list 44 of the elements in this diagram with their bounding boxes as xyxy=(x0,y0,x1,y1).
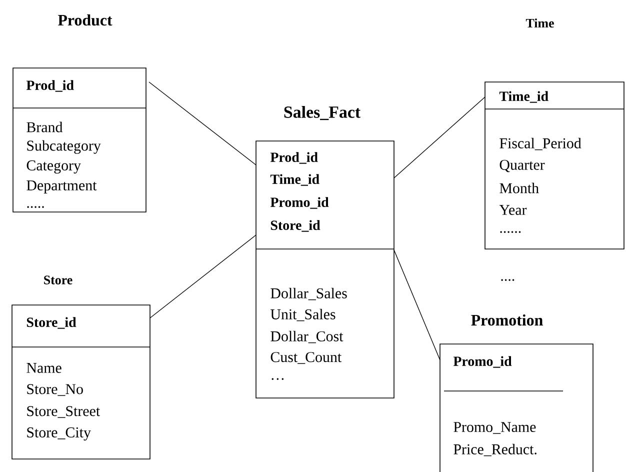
attribute-field: Brand xyxy=(26,122,63,132)
connector-line xyxy=(394,96,486,178)
attribute-field: Cust_Count xyxy=(270,352,342,364)
key-field: Time_id xyxy=(499,91,548,103)
table-title: Promotion xyxy=(471,314,543,326)
connector-line xyxy=(394,250,440,360)
table-title: Time xyxy=(526,18,554,28)
table-box xyxy=(484,18,624,281)
key-field: Store_id xyxy=(270,220,320,232)
table-box xyxy=(440,314,594,472)
key-field: Time_id xyxy=(270,174,320,186)
ellipsis-note: .... xyxy=(501,279,514,281)
attribute-field: Category xyxy=(26,160,81,174)
key-field: Store_id xyxy=(26,317,76,329)
table-box xyxy=(256,106,394,398)
attribute-field: Store_No xyxy=(27,384,83,396)
table-box xyxy=(12,276,150,460)
connector-line xyxy=(148,82,256,166)
key-field: Promo_id xyxy=(453,356,512,368)
attribute-field: Dollar_Cost xyxy=(270,330,344,344)
connector-line xyxy=(150,234,256,318)
table-box xyxy=(12,14,146,212)
attribute-field: Unit_Sales xyxy=(270,308,336,322)
attribute-field: ..... xyxy=(27,206,44,208)
attribute-field: Subcategory xyxy=(27,140,101,154)
attribute-field: Name xyxy=(26,363,62,373)
table-title: Sales_Fact xyxy=(284,106,360,120)
attribute-field: Quarter xyxy=(500,160,545,172)
key-field: Promo_id xyxy=(270,197,329,209)
key-field: Prod_id xyxy=(26,80,74,92)
attribute-field: Price_Reduct. xyxy=(454,444,536,456)
attribute-field: Dollar_Sales xyxy=(270,288,347,300)
table-title: Store xyxy=(44,276,72,284)
table-title: Product xyxy=(58,14,112,26)
key-field: Prod_id xyxy=(270,152,318,164)
attribute-field: Department xyxy=(26,180,97,194)
attribute-field: Promo_Name xyxy=(454,422,536,434)
attribute-field: Month xyxy=(500,182,539,194)
attribute-field: ...... xyxy=(500,231,521,233)
attribute-field: Store_City xyxy=(27,427,91,441)
attribute-field: … xyxy=(272,378,284,380)
attribute-field: Fiscal_Period xyxy=(500,138,582,150)
attribute-field: Year xyxy=(499,205,527,215)
attribute-field: Store_Street xyxy=(27,406,100,418)
